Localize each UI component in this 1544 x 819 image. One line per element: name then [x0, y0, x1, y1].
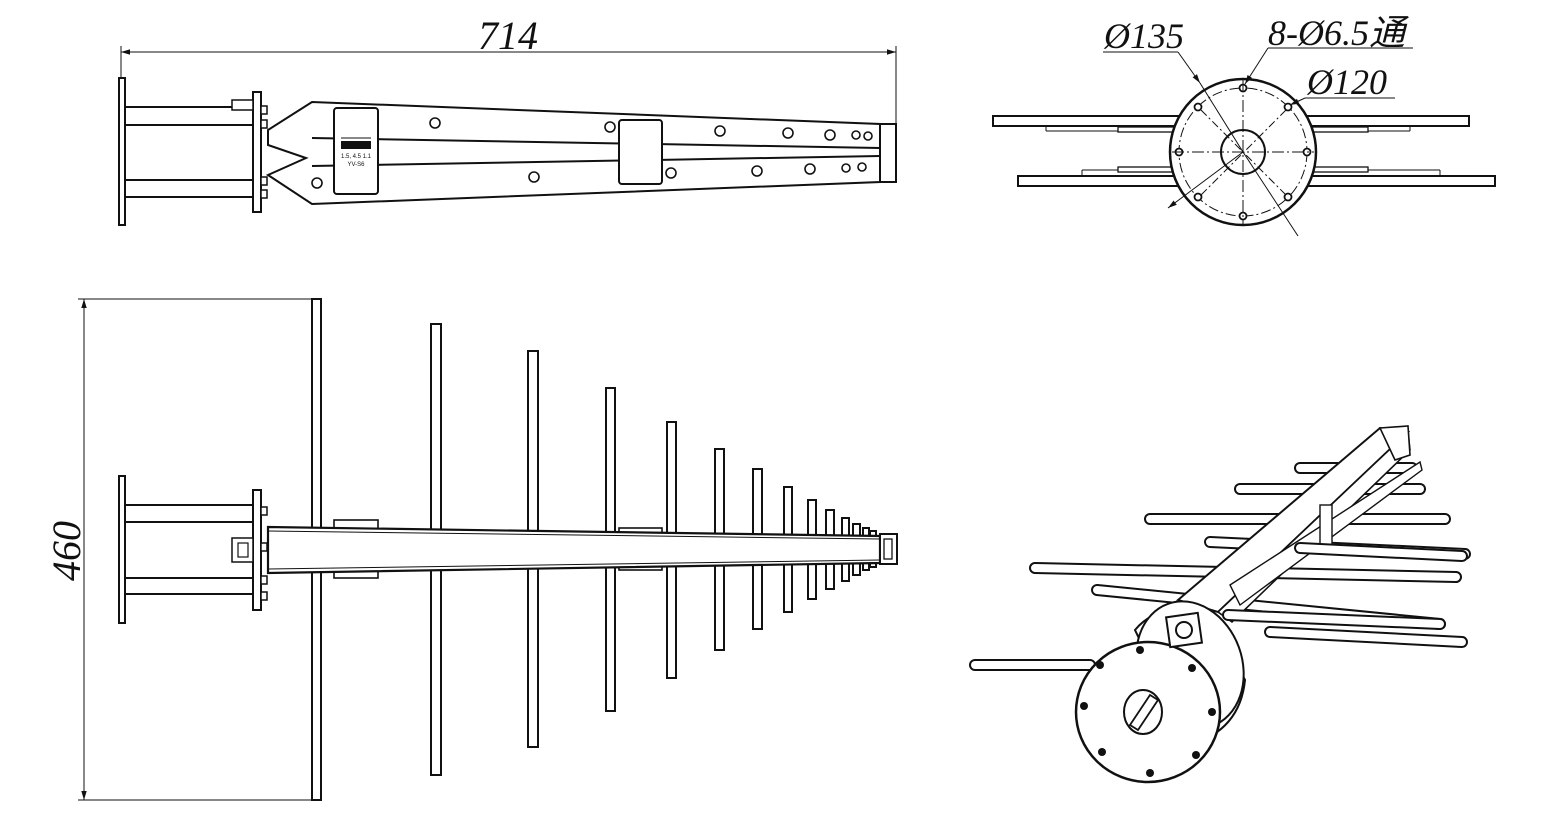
length-dimension: 714	[120, 13, 897, 125]
boom-top	[266, 519, 898, 579]
iso-rods-front	[1222, 542, 1468, 630]
holes-label: 8-Ø6.5通	[1268, 13, 1409, 53]
dia-bolt-circle-label: Ø120	[1306, 62, 1387, 102]
nameplate-text-1: 1.5, 4.5 1.1	[341, 154, 372, 160]
dia-outer-label: Ø135	[1103, 16, 1184, 56]
nameplate: 1.5, 4.5 1.1 YV-S6	[333, 107, 379, 195]
mount-bracket-top	[118, 475, 268, 624]
iso-flange	[1074, 600, 1247, 784]
isometric-view	[969, 425, 1471, 784]
top-view: 460	[44, 298, 898, 801]
height-label: 460	[44, 521, 89, 581]
nameplate-text-2: YV-S6	[347, 162, 365, 168]
side-view: 714	[118, 13, 897, 226]
height-dimension: 460	[44, 298, 320, 801]
end-view: Ø135 8-Ø6.5通 Ø120	[992, 13, 1496, 237]
boom-side	[265, 100, 897, 206]
length-label: 714	[478, 13, 538, 58]
mount-bracket	[118, 77, 268, 226]
